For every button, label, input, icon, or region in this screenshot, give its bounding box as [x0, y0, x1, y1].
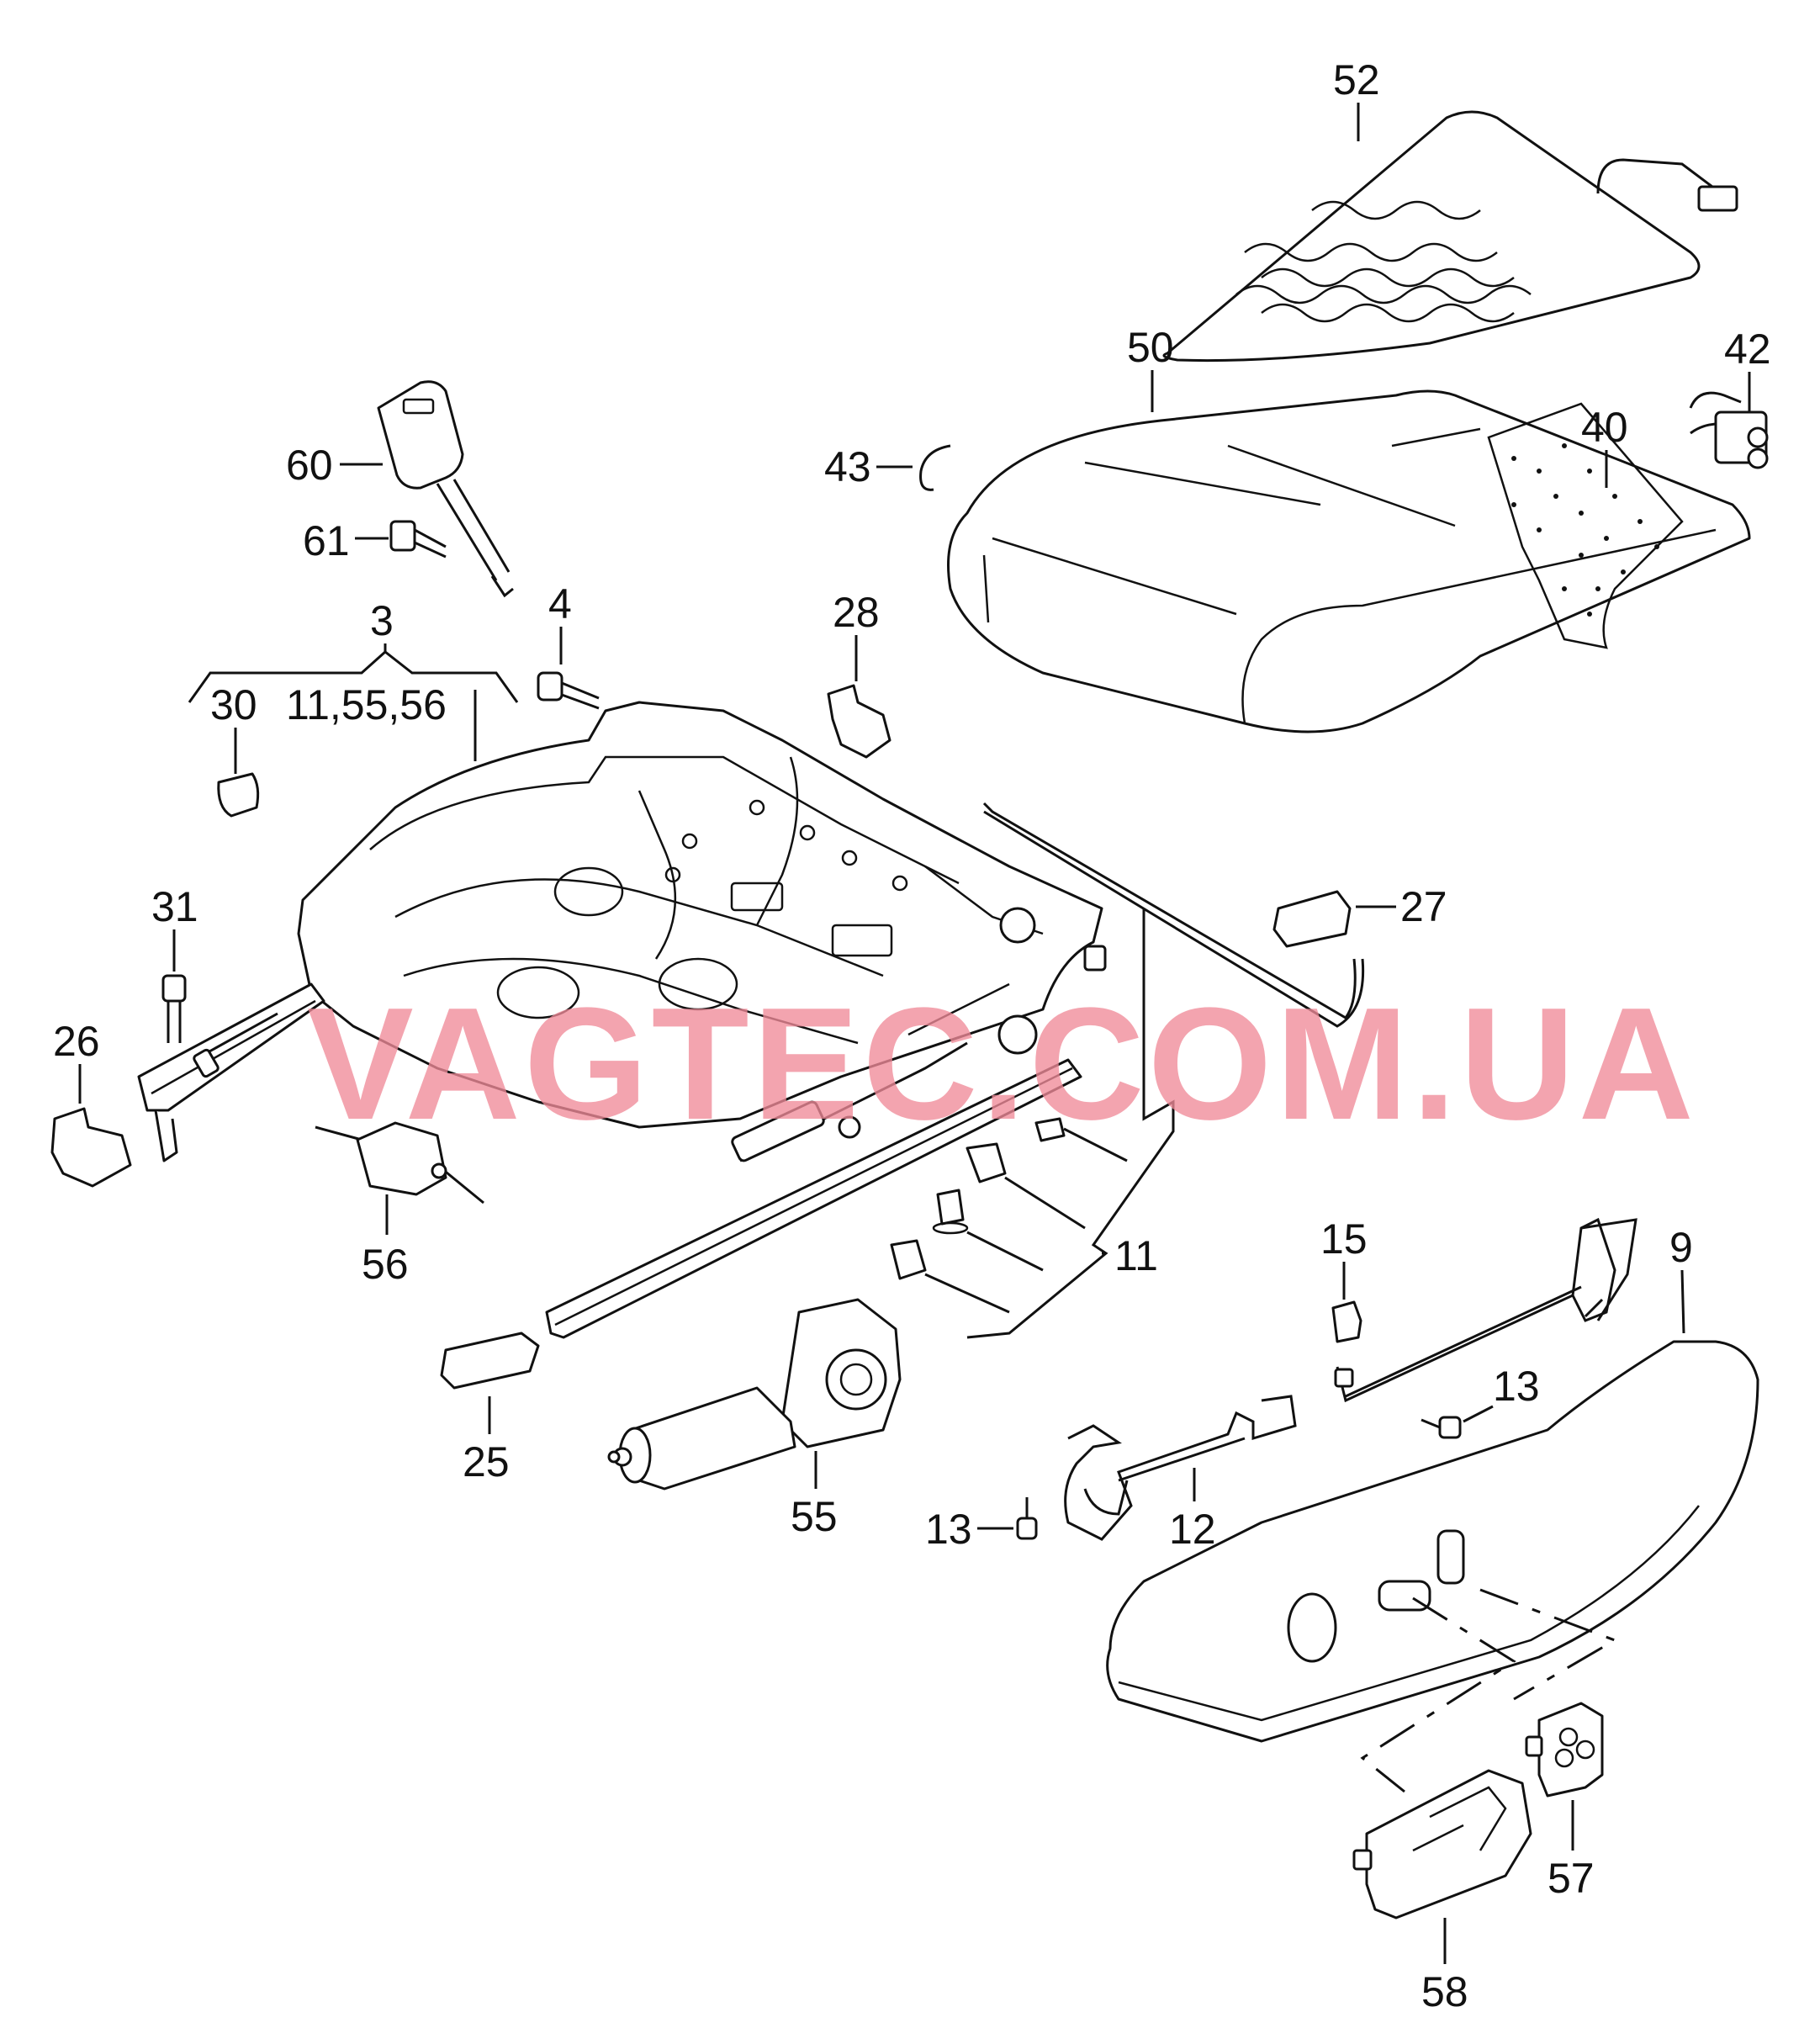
svg-text:61: 61 — [303, 517, 350, 564]
callout-9: 9 — [1669, 1224, 1693, 1334]
svg-text:42: 42 — [1724, 326, 1771, 373]
svg-text:43: 43 — [824, 443, 871, 490]
bracket-part-12 — [1064, 1395, 1297, 1541]
svg-text:56: 56 — [362, 1241, 409, 1288]
callout-55: 55 — [791, 1451, 838, 1540]
wire-rod-part — [982, 802, 1365, 1028]
callout-31: 31 — [151, 883, 198, 972]
callout-4: 4 — [548, 580, 572, 665]
screw-part-13a — [1421, 1416, 1462, 1439]
watermark: VAGTEC.COM.UA — [307, 975, 1697, 1153]
callout-26: 26 — [53, 1018, 100, 1104]
svg-text:26: 26 — [53, 1018, 100, 1065]
cap-part-25 — [440, 1332, 540, 1390]
side-trim-part — [1106, 1340, 1759, 1743]
callout-13-upper: 13 — [1463, 1363, 1540, 1423]
svg-text:58: 58 — [1421, 1968, 1468, 2015]
bracket-part-upper — [1334, 1217, 1637, 1403]
svg-text:40: 40 — [1581, 404, 1628, 451]
callout-56: 56 — [362, 1194, 409, 1288]
svg-text:52: 52 — [1333, 56, 1380, 103]
callout-25: 25 — [463, 1396, 510, 1485]
callout-15: 15 — [1320, 1215, 1368, 1300]
callout-60: 60 — [286, 442, 383, 489]
callout-58: 58 — [1421, 1918, 1468, 2015]
svg-text:30: 30 — [210, 681, 257, 728]
callout-27: 27 — [1356, 883, 1447, 930]
svg-text:28: 28 — [833, 589, 880, 636]
callout-11: 11 — [966, 908, 1175, 1339]
seat-rail-right-part — [545, 1041, 1082, 1339]
callout-43: 43 — [824, 443, 913, 490]
cap-part-30 — [217, 772, 260, 818]
callout-61: 61 — [303, 517, 389, 564]
callout-11-55-56: 11,55,56 — [286, 681, 477, 761]
callout-57: 57 — [1548, 1800, 1595, 1902]
svg-text:3: 3 — [370, 597, 394, 644]
svg-text:50: 50 — [1127, 324, 1174, 371]
seat-cushion-part — [947, 389, 1751, 733]
switch-part-57 — [1525, 1702, 1604, 1798]
svg-text:11: 11 — [1114, 1232, 1158, 1279]
callout-42: 42 — [1724, 326, 1771, 412]
bushing-part-a — [1034, 1117, 1128, 1162]
cap-part-27 — [1272, 890, 1352, 948]
clip-part-28 — [827, 684, 891, 759]
svg-text:4: 4 — [548, 580, 572, 627]
callout-13-lower: 13 — [925, 1506, 1013, 1553]
screw-part-13b — [1016, 1497, 1038, 1540]
callout-40: 40 — [1581, 404, 1628, 488]
motor-part-55 — [607, 1298, 902, 1491]
seat-frame-part — [297, 701, 1107, 1129]
clip-part-26 — [50, 1107, 132, 1188]
svg-text:11,55,56: 11,55,56 — [286, 681, 447, 728]
svg-text:27: 27 — [1400, 883, 1447, 930]
bushing-part-d — [890, 1239, 1010, 1314]
svg-text:15: 15 — [1320, 1215, 1368, 1263]
svg-text:55: 55 — [791, 1493, 838, 1540]
callout-28: 28 — [833, 589, 880, 681]
svg-text:57: 57 — [1548, 1855, 1595, 1902]
seat-cover-perforated-part — [1487, 402, 1684, 649]
switch-part-58 — [1352, 1769, 1532, 1919]
callout-30: 30 — [210, 681, 257, 774]
seat-rail-left-part — [137, 982, 325, 1162]
heating-mat-part — [1162, 110, 1738, 363]
svg-text:60: 60 — [286, 442, 333, 489]
svg-text:12: 12 — [1169, 1506, 1216, 1553]
callout-3-group: 3 — [188, 597, 519, 703]
svg-text:31: 31 — [151, 883, 198, 930]
callout-52: 52 — [1333, 56, 1380, 141]
bolt-part-31 — [161, 974, 187, 1043]
bolt-part-61 — [389, 520, 447, 559]
motor-part-56 — [315, 1121, 484, 1205]
connector-part — [1689, 391, 1769, 469]
svg-text:13: 13 — [925, 1506, 972, 1553]
svg-text:13: 13 — [1493, 1363, 1540, 1410]
callout-12: 12 — [1169, 1468, 1216, 1553]
assembly-dashes — [1360, 1588, 1618, 1793]
belt-buckle-part — [377, 380, 514, 598]
clip-part — [919, 444, 951, 491]
svg-text:9: 9 — [1669, 1224, 1693, 1271]
nut-part-15 — [1331, 1300, 1362, 1343]
bushing-part-c — [932, 1189, 1044, 1272]
svg-text:25: 25 — [463, 1438, 510, 1485]
screw-part-4 — [537, 671, 600, 710]
bushing-part-b — [966, 1142, 1086, 1230]
callout-50: 50 — [1127, 324, 1174, 412]
